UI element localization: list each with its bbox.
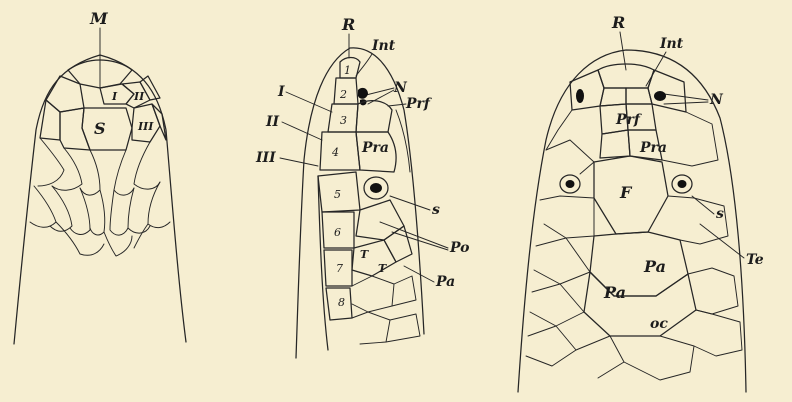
right-label-Pra: Pra [639, 140, 667, 156]
right-side-r4 [694, 310, 742, 356]
right-side-l6 [576, 336, 624, 378]
right-side-l3 [534, 238, 590, 284]
left-scale-l3 [60, 108, 90, 150]
middle-leader-Pa [404, 266, 434, 282]
middle-scale-4 [320, 132, 360, 170]
middle-scale-l1 [352, 276, 394, 312]
middle-label-Pa: Pa [435, 274, 455, 290]
left-scale-a5 [134, 142, 160, 189]
middle-num-1: 1 [344, 64, 351, 77]
figure-right: R Int N Prf Pra F s Te [518, 13, 764, 392]
right-side-r1 [662, 112, 718, 166]
middle-num-8: 8 [338, 296, 345, 309]
right-label-F: F [619, 183, 633, 202]
right-label-N: N [709, 92, 724, 108]
right-side-l5 [526, 326, 576, 366]
middle-scale-t2 [384, 226, 412, 262]
middle-leader-II [282, 122, 322, 140]
middle-left-band [318, 176, 328, 350]
left-scale-b5 [110, 190, 128, 235]
right-side-r5 [624, 336, 694, 380]
left-scale-c2 [104, 232, 132, 256]
right-label-Pa1: Pa [643, 257, 666, 276]
right-label-Prf: Prf [615, 112, 643, 128]
right-eye-right-pupil [678, 180, 687, 188]
middle-label-II: II [265, 114, 280, 130]
right-side-l2 [540, 196, 594, 238]
middle-label-Po: Po [449, 240, 470, 256]
middle-num-5: 5 [334, 188, 341, 201]
middle-scale-l3 [352, 312, 390, 344]
right-leader-N1 [664, 94, 708, 100]
middle-leader-III [280, 158, 318, 166]
middle-num-7: 7 [336, 262, 343, 275]
middle-label-R: R [341, 15, 355, 34]
right-nostril-right [654, 91, 666, 101]
middle-scale-t1 [352, 240, 396, 276]
right-label-s: s [716, 206, 724, 222]
middle-num-6: 6 [334, 226, 341, 239]
right-label-Pa2: Pa [603, 283, 626, 302]
left-scale-S [82, 108, 132, 150]
middle-label-Prf: Prf [405, 96, 433, 112]
right-label-R: R [611, 13, 625, 32]
right-eye-left-pupil [566, 180, 575, 188]
middle-leader-Int [356, 54, 372, 76]
right-label-oc: oc [650, 316, 668, 332]
middle-label-T1: T [360, 248, 369, 261]
right-side-l4 [530, 284, 584, 326]
left-scale-a3 [80, 150, 100, 195]
left-scale-a1 [38, 138, 64, 186]
middle-label-N: N [393, 80, 408, 96]
right-leader-Int [646, 52, 666, 86]
middle-label-III: III [255, 150, 276, 166]
left-scale-c3 [134, 224, 148, 248]
right-side-l1 [546, 140, 594, 174]
middle-scale-l2 [392, 276, 416, 306]
middle-label-Pra: Pra [361, 140, 389, 156]
middle-num-2: 2 [339, 88, 347, 101]
left-label-I: I [111, 90, 118, 103]
middle-nostril-1 [358, 88, 368, 99]
middle-label-I: I [277, 84, 285, 100]
left-label-S: S [94, 119, 106, 138]
left-scale-b4 [90, 190, 105, 235]
middle-num-4: 4 [331, 146, 339, 159]
left-scale-b1 [30, 186, 56, 227]
left-scale-c1 [56, 222, 104, 255]
right-label-Int: Int [659, 36, 684, 52]
left-label-II: II [133, 90, 145, 103]
right-nostril-left [576, 89, 584, 103]
right-parietal-2 [584, 272, 696, 336]
left-scale-a4 [114, 150, 134, 195]
middle-num-3: 3 [340, 114, 347, 127]
middle-scale-l4 [386, 314, 420, 342]
right-label-Te: Te [746, 252, 764, 268]
middle-label-s: s [432, 202, 440, 218]
middle-eye-pupil [370, 183, 382, 193]
middle-leader-s [390, 196, 430, 210]
left-scale-a2 [52, 148, 82, 190]
left-label-M: M [89, 9, 109, 28]
right-side-top-l [546, 110, 572, 150]
middle-label-Int: Int [371, 38, 396, 54]
middle-leader-I [286, 92, 332, 112]
right-pra-l [600, 130, 630, 158]
middle-leader-Po2 [392, 232, 448, 250]
figure-middle: R Int N Prf 1 2 3 4 5 6 7 8 I II [255, 15, 470, 358]
left-label-III: III [137, 120, 154, 133]
middle-scale-prf [356, 101, 392, 132]
right-nasal-l [570, 70, 604, 110]
right-nasal-r [648, 70, 686, 112]
middle-label-T2: T [378, 262, 387, 275]
figure-left: M I II S III [14, 9, 186, 344]
